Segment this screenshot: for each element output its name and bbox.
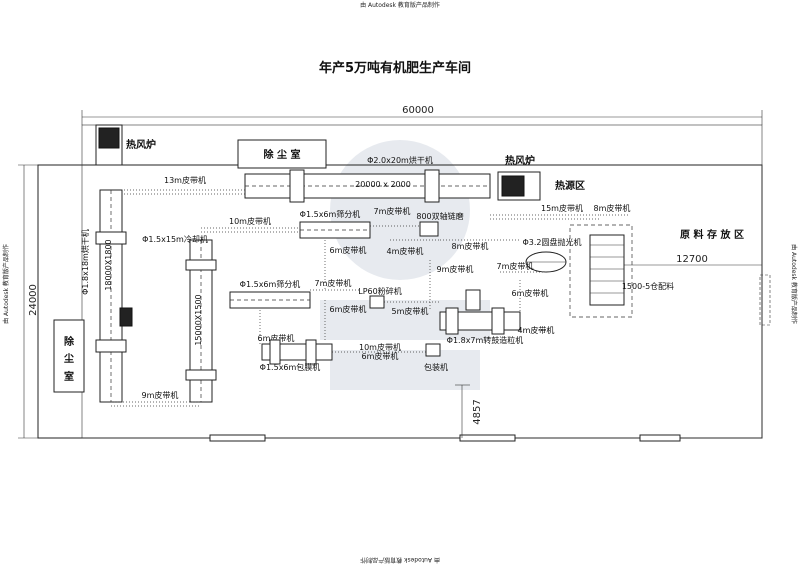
screener-top: Φ1.5x6m筛分机 bbox=[299, 209, 371, 239]
label-conveyor-6m-c: 6m皮带机 bbox=[330, 304, 367, 314]
label-conveyor-5m: 5m皮带机 bbox=[392, 306, 429, 316]
label-coater: Φ1.5x6m包膜机 bbox=[260, 362, 321, 372]
dimension-overall-height: 24000 bbox=[18, 164, 39, 439]
label-polisher: Φ3.2圆盘抛光机 bbox=[522, 237, 581, 247]
label-dryer-main: Φ2.0x20m烘干机 bbox=[367, 155, 433, 165]
label-conveyor-10m-bottom: 10m皮带机 bbox=[359, 342, 401, 352]
dimension-right-span: 12700 bbox=[620, 254, 762, 266]
building-inner-outline bbox=[81, 124, 763, 439]
label-conveyor-9m-bottom: 9m皮带机 bbox=[142, 390, 179, 400]
label-conveyor-6m-e: 6m皮带机 bbox=[362, 351, 399, 361]
label-conveyor-9m-a: 9m皮带机 bbox=[437, 264, 474, 274]
conveyor-13m: 13m皮带机 bbox=[112, 175, 245, 195]
conveyor-10m-top: 10m皮带机 bbox=[201, 216, 310, 233]
label-conveyor-7m-b: 7m皮带机 bbox=[497, 261, 534, 271]
dimension-4857: 4857 bbox=[472, 399, 483, 424]
label-conveyor-6m-d: 6m皮带机 bbox=[258, 333, 295, 343]
coating-machine: Φ1.5x6m包膜机 bbox=[260, 339, 333, 372]
label-raw-material-area: 原 料 存 放 区 bbox=[680, 228, 744, 241]
label-conveyor-8m-a: 8m皮带机 bbox=[452, 241, 489, 251]
drawing-title: 年产5万吨有机肥生产车间 bbox=[319, 60, 471, 76]
conveyor-9m-bottom: 9m皮带机 bbox=[111, 390, 201, 407]
watermark-bottom: 由 Autodesk 教育版产品制作 bbox=[360, 556, 440, 564]
label-dryer-vertical: Φ1.8x18m烘干机 bbox=[80, 229, 90, 295]
label-dust-room-left-2: 尘 bbox=[64, 352, 74, 365]
rotary-dryer-main: Φ2.0x20m烘干机 20000 x 2000 bbox=[244, 155, 491, 203]
dimension-overall-width: 60000 bbox=[81, 105, 763, 125]
label-pulverizer: LP60粉碎机 bbox=[358, 286, 401, 296]
label-hot-air-stove-right: 热风炉 bbox=[505, 154, 535, 167]
dimension-60000: 60000 bbox=[402, 105, 434, 116]
label-granulator: Φ1.8x7m转鼓造粒机 bbox=[447, 335, 524, 345]
label-screener-mid: Φ1.5x6m筛分机 bbox=[240, 279, 301, 289]
label-screener-top: Φ1.5x6m筛分机 bbox=[300, 209, 361, 219]
raw-material-storage: 原 料 存 放 区 1500-5仓配料 bbox=[569, 224, 744, 318]
dimension-24000: 24000 bbox=[28, 284, 39, 316]
packing-machine: 包装机 bbox=[424, 343, 448, 372]
label-conveyor-10m-top: 10m皮带机 bbox=[229, 216, 271, 226]
hot-air-stove-left: 热风炉 bbox=[95, 124, 156, 166]
doors bbox=[209, 274, 771, 442]
label-cooler: Φ1.5x15m冷却机 bbox=[142, 234, 208, 244]
label-conveyor-7m-a: 7m皮带机 bbox=[374, 206, 411, 216]
label-packer: 包装机 bbox=[424, 362, 448, 372]
label-dust-room-left-1: 除 bbox=[64, 335, 75, 348]
dimension-12700: 12700 bbox=[676, 254, 708, 265]
label-heat-source-area: 热源区 bbox=[555, 179, 585, 192]
label-conveyor-8m-b: 8m皮带机 bbox=[594, 203, 631, 213]
watermark-left: 由 Autodesk 教育版产品制作 bbox=[2, 244, 10, 324]
conveyor-10m-bottom: 6m皮带机 10m皮带机 bbox=[332, 342, 430, 361]
rotary-cooler: Φ1.5x15m冷却机 15000X1500 bbox=[142, 234, 217, 403]
label-conveyor-4m-a: 4m皮带机 bbox=[387, 246, 424, 256]
rotary-dryer-vertical: Φ1.8x18m烘干机 18000X1800 bbox=[80, 189, 133, 403]
dimension-bottom-gap: 4857 bbox=[455, 384, 483, 438]
label-conveyor-7m-c: 7m皮带机 bbox=[315, 278, 352, 288]
label-conveyor-6m-b: 6m皮带机 bbox=[512, 288, 549, 298]
drum-granulator: Φ1.8x7m转鼓造粒机 bbox=[439, 289, 524, 345]
label-dryer-vertical-spec: 18000X1800 bbox=[104, 239, 113, 290]
label-dryer-main-spec: 20000 x 2000 bbox=[355, 180, 411, 189]
label-mill: 800双轴链磨 bbox=[416, 211, 463, 221]
label-dust-room-left-3: 室 bbox=[64, 370, 74, 383]
chain-mill: 800双轴链磨 bbox=[416, 211, 464, 237]
label-silo: 1500-5仓配料 bbox=[622, 281, 674, 291]
label-dust-room-top: 除 尘 室 bbox=[264, 148, 301, 161]
watermark-top: 由 Autodesk 教育版产品制作 bbox=[360, 1, 440, 9]
watermark-right: 由 Autodesk 教育版产品制作 bbox=[790, 244, 798, 324]
label-conveyor-15m: 15m皮带机 bbox=[541, 203, 583, 213]
screener-mid: Φ1.5x6m筛分机 bbox=[229, 279, 311, 309]
dust-room-top: 除 尘 室 bbox=[237, 139, 327, 169]
hot-air-stove-right: 热风炉 热源区 bbox=[497, 154, 585, 201]
label-conveyor-13m: 13m皮带机 bbox=[164, 175, 206, 185]
label-conveyor-6m-a: 6m皮带机 bbox=[330, 245, 367, 255]
label-cooler-spec: 15000X1500 bbox=[194, 294, 203, 345]
conveyor-15m: 15m皮带机 bbox=[490, 203, 600, 220]
dust-room-left: 除 尘 室 bbox=[53, 319, 85, 393]
label-hot-air-stove-left: 热风炉 bbox=[126, 138, 156, 151]
